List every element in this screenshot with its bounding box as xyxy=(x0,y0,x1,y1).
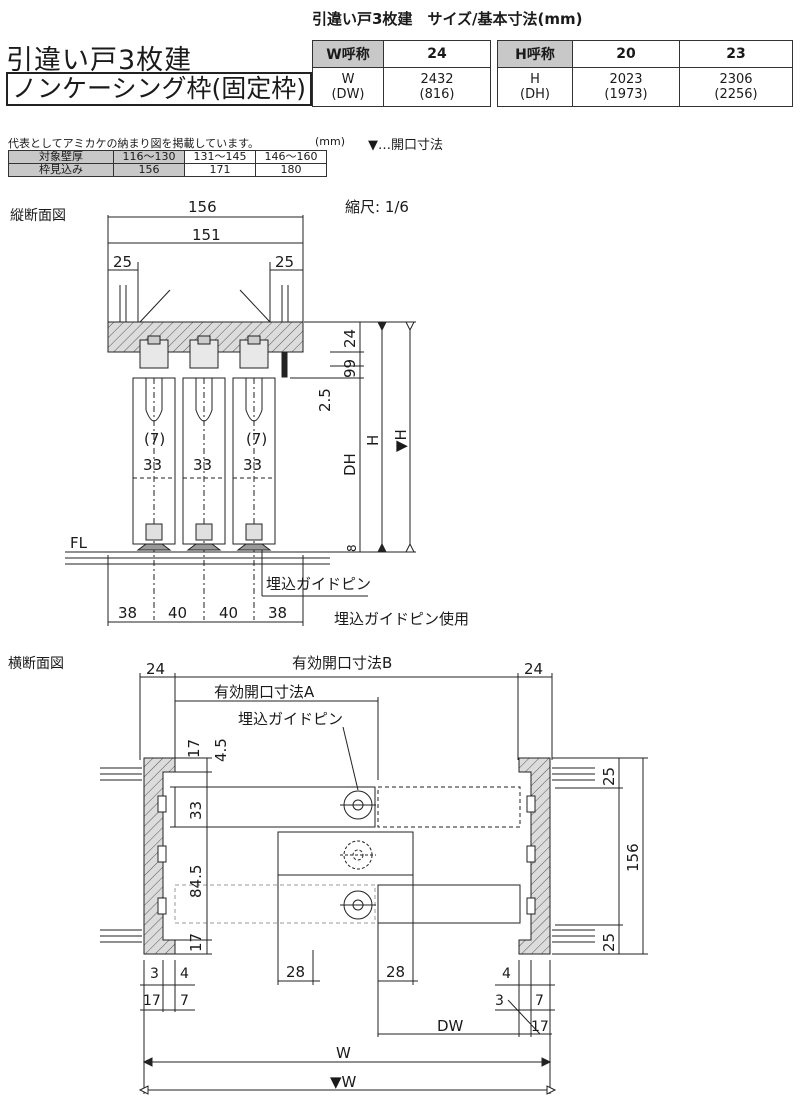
wall-row2-col1: 156 xyxy=(113,163,185,177)
wall-row1-col3: 146～160 xyxy=(255,150,327,164)
hdim-3-right: 3 xyxy=(495,993,504,1009)
hdim-33: 33 xyxy=(187,801,205,820)
horizontal-section-labels: 横断面図 24 24 有効開口寸法B 有効開口寸法A 埋込ガイドピン 17 4.… xyxy=(8,654,642,1091)
hdim-7-right: 7 xyxy=(535,993,544,1009)
hguide-pin-label: 埋込ガイドピン xyxy=(238,710,343,728)
dim-33-2: 33 xyxy=(193,456,212,474)
hdim-84-5: 84.5 xyxy=(187,865,205,898)
w-sub-cell: W(DW) xyxy=(312,67,384,107)
bottom-dim-40-left: 40 xyxy=(168,604,187,622)
h-val2-20: (1973) xyxy=(604,87,648,102)
h-code-cell-20: 20 xyxy=(572,40,680,68)
bottom-dim-40-right: 40 xyxy=(219,604,238,622)
hdim-156: 156 xyxy=(624,843,642,872)
dim-24: 24 xyxy=(341,329,359,348)
dim-156: 156 xyxy=(188,198,217,216)
dim-151: 151 xyxy=(192,226,221,244)
w-val-cell: 2432(816) xyxy=(383,67,491,107)
dim-99: 99 xyxy=(341,359,359,378)
wall-row2-col2: 171 xyxy=(184,163,256,177)
unit-label: (mm) xyxy=(315,135,346,148)
frame-type-title: ノンケーシング枠(固定枠) xyxy=(6,72,313,106)
vertical-section-label: 縦断面図 xyxy=(10,208,66,224)
h-sub: H xyxy=(530,72,540,87)
hdim-3-left: 3 xyxy=(150,966,159,982)
hdim-4-right: 4 xyxy=(502,966,511,982)
hdim-25-bottom: 25 xyxy=(600,933,618,952)
w-sub2: (DW) xyxy=(331,87,365,102)
hdim-7-left: 7 xyxy=(180,993,189,1009)
size-spec-table: W呼称 24 H呼称 20 23 W(DW) 2432(816) H(DH) 2… xyxy=(312,40,793,107)
h-val-20: 2023 xyxy=(609,72,643,87)
dim-25-right: 25 xyxy=(275,253,294,271)
hdim-17-top: 17 xyxy=(185,739,203,758)
dim-7-right: (7) xyxy=(246,430,267,448)
hdim-25-top: 25 xyxy=(600,767,618,786)
scale-label: 縮尺: 1/6 xyxy=(345,198,409,216)
dim-h-open: ▼H xyxy=(392,429,410,452)
w-code-cell: 24 xyxy=(383,40,491,68)
guide-pin-label: 埋込ガイドピン xyxy=(266,575,371,593)
floor-label: FL xyxy=(70,534,88,552)
h-label-cell: H呼称 xyxy=(497,40,573,68)
hdim-24-right: 24 xyxy=(524,660,543,678)
opening-legend: ▼…開口寸法 xyxy=(368,138,443,153)
hdim-17-right: 17 xyxy=(531,1019,549,1035)
w-val: 2432 xyxy=(420,72,454,87)
hdim-24-left: 24 xyxy=(146,660,165,678)
wall-row1-label: 対象壁厚 xyxy=(8,150,114,164)
dim-h: H xyxy=(364,435,382,446)
product-title: 引違い戸3枚建 xyxy=(6,45,193,76)
horizontal-section-label: 横断面図 xyxy=(8,656,64,672)
dim-dh: DH xyxy=(341,453,359,476)
dim-25-left: 25 xyxy=(113,253,132,271)
h-code-cell-23: 23 xyxy=(679,40,793,68)
h-val-cell-20: 2023(1973) xyxy=(572,67,680,107)
hdim-dw: DW xyxy=(437,1017,464,1035)
wall-thickness-table: 対象壁厚 116～130 131～145 146～160 枠見込み 156 17… xyxy=(8,150,327,177)
vertical-section-labels: 縦断面図 縮尺: 1/6 156 151 25 25 24 99 2.5 (7)… xyxy=(10,198,469,628)
wall-row1-col1: 116～130 xyxy=(113,150,185,164)
dim-7-left: (7) xyxy=(144,430,165,448)
wall-row2-col3: 180 xyxy=(255,163,327,177)
hdim-w: W xyxy=(336,1044,351,1062)
guide-pin-use: 埋込ガイドピン使用 xyxy=(334,610,469,628)
dim-33-1: 33 xyxy=(143,456,162,474)
hdim-4-5: 4.5 xyxy=(212,738,230,762)
h-val-cell-23: 2306(2256) xyxy=(679,67,793,107)
effective-opening-b: 有効開口寸法B xyxy=(292,654,392,672)
h-sub-cell: H(DH) xyxy=(497,67,573,107)
vertical-section xyxy=(65,215,416,626)
h-val-23: 2306 xyxy=(719,72,753,87)
hdim-17-left: 17 xyxy=(143,993,161,1009)
bottom-dim-38-left: 38 xyxy=(118,604,137,622)
hdim-28-right: 28 xyxy=(386,963,405,981)
h-val2-23: (2256) xyxy=(714,87,758,102)
hdim-28-left: 28 xyxy=(286,963,305,981)
hdim-w-open: ▼W xyxy=(330,1073,357,1091)
wall-row2-label: 枠見込み xyxy=(8,163,114,177)
horizontal-section xyxy=(100,673,648,1095)
hdim-4-left: 4 xyxy=(180,966,189,982)
representative-note: 代表としてアミカケの納まり図を掲載しています。 xyxy=(8,137,260,150)
spec-heading: 引違い戸3枚建 サイズ/基本寸法(mm) xyxy=(312,10,583,28)
w-sub: W xyxy=(341,72,355,87)
dim-33-3: 33 xyxy=(243,456,262,474)
w-val2: (816) xyxy=(419,87,455,102)
dim-8: 8 xyxy=(345,544,359,552)
hdim-17-bottom: 17 xyxy=(187,933,205,952)
effective-opening-a: 有効開口寸法A xyxy=(214,683,315,701)
h-sub2: (DH) xyxy=(520,87,550,102)
bottom-dim-38-right: 38 xyxy=(268,604,287,622)
dim-2-5: 2.5 xyxy=(316,388,334,412)
